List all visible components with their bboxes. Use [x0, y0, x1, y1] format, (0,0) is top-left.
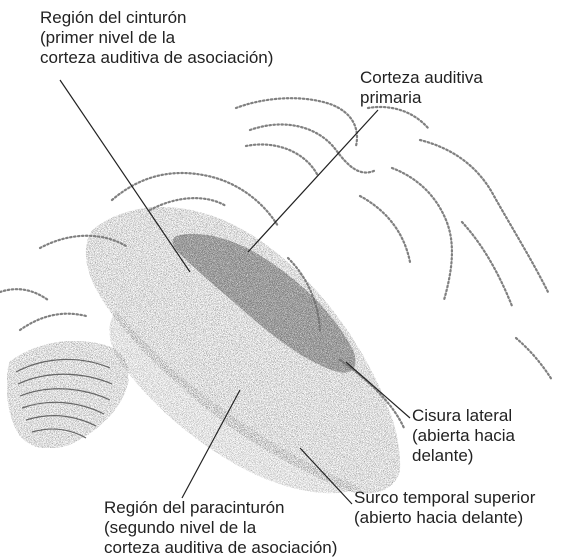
label-superior-temporal-sulcus: Surco temporal superior (abierto hacia d… [354, 488, 535, 528]
label-lateral-fissure: Cisura lateral (abierta hacia delante) [412, 406, 515, 466]
label-belt-region: Región del cinturón (primer nivel de la … [40, 8, 273, 68]
label-primary-auditory-cortex: Corteza auditiva primaria [360, 68, 483, 108]
label-parabelt-region: Región del paracinturón (segundo nivel d… [104, 498, 337, 558]
striated-region [7, 341, 128, 448]
